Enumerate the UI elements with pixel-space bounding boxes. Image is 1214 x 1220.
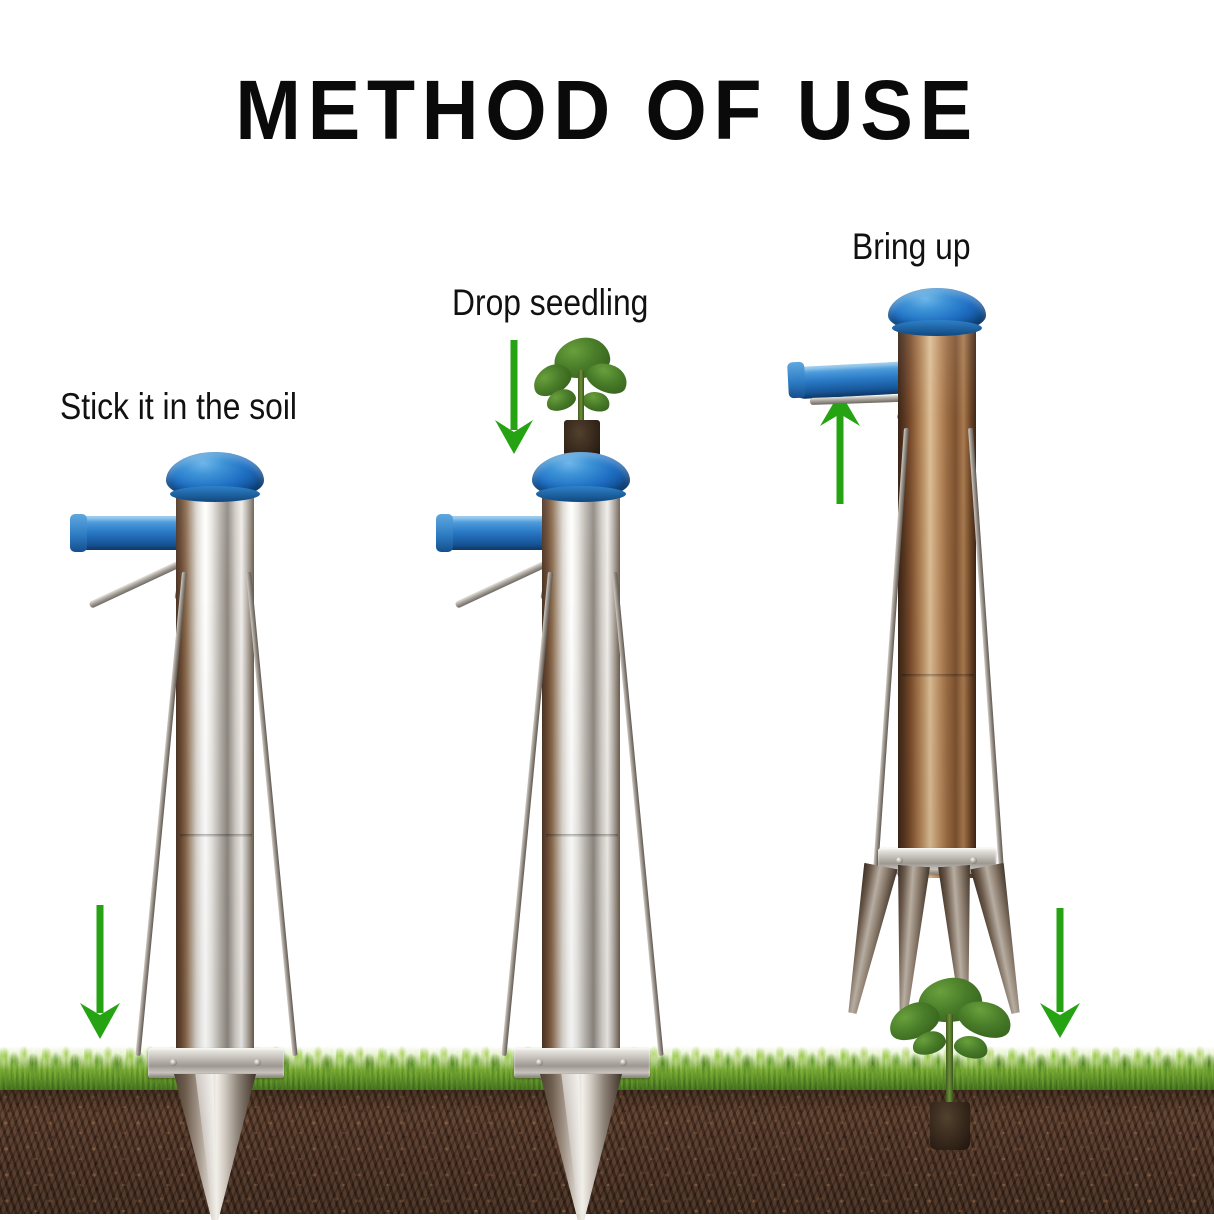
seedling-stem	[946, 1014, 953, 1110]
handle-grip-end-cap	[787, 361, 806, 399]
collar-bolt-right	[620, 1059, 627, 1066]
seedling-on-cap	[524, 335, 644, 464]
step-3-caption: Bring up	[852, 226, 971, 267]
collar-bracket	[148, 1048, 284, 1078]
tool-body-tube	[176, 480, 254, 1076]
tool-body-tube	[542, 480, 620, 1076]
tube-joint-seam	[902, 674, 974, 677]
planter-tool-step-2	[436, 452, 676, 1220]
handle-grip-end-cap	[70, 514, 87, 552]
collar-bracket	[514, 1048, 650, 1078]
seedling-root-plug	[930, 1102, 970, 1150]
tube-joint-seam	[546, 834, 618, 837]
collar-bolt-left	[536, 1059, 543, 1066]
collar-bolt-right	[254, 1059, 261, 1066]
up-arrow-icon-step-3	[812, 392, 868, 504]
planted-seedling	[883, 975, 1018, 1164]
down-arrow-icon-step-3	[1032, 908, 1088, 1040]
handle-grip-end-cap	[436, 514, 453, 552]
down-arrow-icon-step-2	[486, 340, 542, 456]
collar-bolt-right	[970, 857, 977, 864]
planter-tool-step-3	[786, 288, 1036, 1048]
step-2-caption: Drop seedling	[452, 282, 649, 323]
tool-body-tube	[898, 318, 976, 878]
step-1-caption: Stick it in the soil	[60, 386, 297, 427]
page-title: METHOD OF USE	[235, 63, 979, 157]
collar-bolt-left	[896, 857, 903, 864]
down-arrow-icon-step-1	[72, 905, 128, 1041]
top-cap-lip	[892, 320, 982, 336]
planter-tool-step-1	[70, 452, 310, 1220]
seedling-stem	[578, 370, 584, 426]
tube-joint-seam	[180, 834, 252, 837]
top-cap-lip	[536, 486, 626, 502]
top-cap-lip	[170, 486, 260, 502]
collar-bolt-left	[170, 1059, 177, 1066]
